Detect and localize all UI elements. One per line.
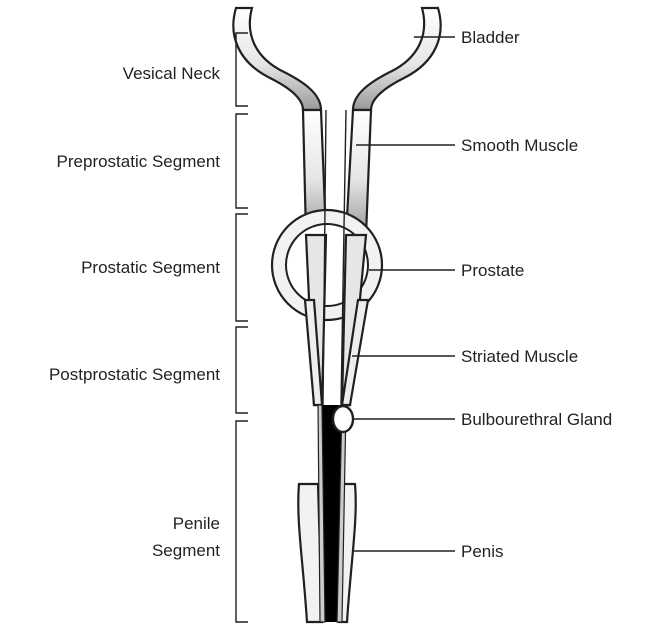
label-bulbourethral-gland: Bulbourethral Gland [461, 410, 612, 429]
right-labels: Bladder Smooth Muscle Prostate Striated … [461, 28, 612, 561]
bracket-preprostatic [236, 114, 248, 208]
label-segment: Segment [152, 541, 220, 560]
bladder-wall-right [353, 8, 441, 110]
label-postprostatic-segment: Postprostatic Segment [49, 365, 220, 384]
label-striated-muscle: Striated Muscle [461, 347, 578, 366]
bracket-postprostatic [236, 327, 248, 413]
left-brackets [236, 33, 248, 622]
label-prostate: Prostate [461, 261, 524, 280]
label-prostatic-segment: Prostatic Segment [81, 258, 220, 277]
label-preprostatic-segment: Preprostatic Segment [57, 152, 221, 171]
bladder-wall [233, 8, 321, 110]
left-labels: Vesical Neck Preprostatic Segment Prosta… [49, 64, 221, 560]
anatomy-drawing [233, 8, 440, 622]
bulbourethral-gland [333, 406, 353, 432]
label-penile: Penile [173, 514, 220, 533]
bracket-penile [236, 421, 248, 622]
label-smooth-muscle: Smooth Muscle [461, 136, 578, 155]
label-vesical-neck: Vesical Neck [123, 64, 221, 83]
label-bladder: Bladder [461, 28, 520, 47]
bracket-prostatic [236, 214, 248, 321]
label-penis: Penis [461, 542, 504, 561]
